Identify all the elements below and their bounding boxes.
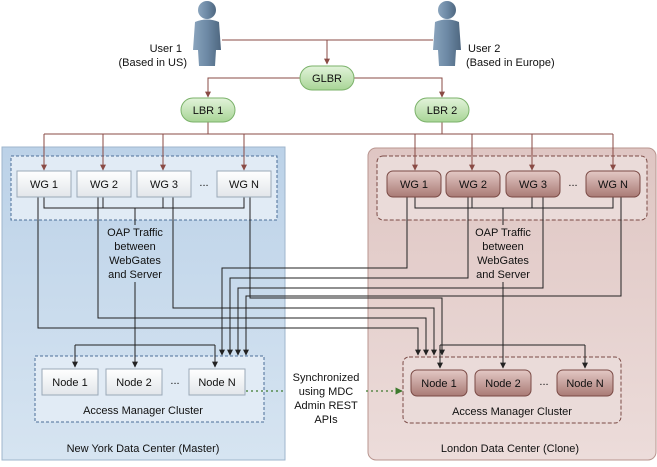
- ny-traffic-line: OAP Traffic: [107, 227, 163, 239]
- ny-node: Node 1: [41, 368, 99, 396]
- user-1-name: User 1: [150, 43, 182, 55]
- london-node-label: Node 1: [421, 378, 456, 390]
- london-traffic-line: between: [482, 241, 524, 253]
- ny-node-label: Node 1: [52, 377, 87, 389]
- london-webgate: WG N: [585, 170, 641, 198]
- sync-label: Synchronized using MDC Admin REST APIs: [286, 368, 366, 428]
- london-cluster-label: Access Manager Cluster: [452, 406, 572, 418]
- ny-traffic-line: WebGates: [109, 255, 161, 267]
- ny-node: Node N: [188, 368, 246, 396]
- london-webgate-label: WG 3: [519, 179, 547, 191]
- ny-webgate-label: WG 3: [150, 179, 178, 191]
- sync-line: Synchronized: [293, 372, 360, 384]
- london-node-ellipsis: ...: [539, 376, 548, 388]
- london-dc-label: London Data Center (Clone): [441, 443, 579, 455]
- london-node: Node 1: [410, 369, 468, 397]
- ny-cluster-label: Access Manager Cluster: [83, 405, 203, 417]
- lbr-2-node: LBR 2: [414, 97, 470, 123]
- london-node: Node 2: [474, 369, 532, 397]
- london-traffic-line: OAP Traffic: [475, 227, 531, 239]
- london-webgate-label: WG 1: [400, 179, 428, 191]
- ny-traffic-label: OAP Traffic between WebGates and Server: [107, 227, 163, 281]
- routing-lines: [41, 39, 616, 171]
- london-webgate-ellipsis: ...: [568, 177, 577, 189]
- ny-node-ellipsis: ...: [170, 375, 179, 387]
- sync-line: APIs: [314, 414, 338, 426]
- sync-line: using MDC: [299, 386, 353, 398]
- ny-node-label: Node 2: [116, 377, 151, 389]
- ny-webgate-ellipsis: ...: [199, 177, 208, 189]
- ny-webgate: WG N: [216, 170, 272, 198]
- user-1: User 1 (Based in US): [119, 1, 221, 69]
- user-1-location: (Based in US): [119, 57, 187, 69]
- london-traffic-line: WebGates: [477, 255, 529, 267]
- ny-webgate: WG 3: [136, 170, 192, 198]
- user-2: User 2 (Based in Europe): [433, 1, 555, 69]
- user-2-location: (Based in Europe): [466, 57, 555, 69]
- ny-webgate-label: WG 1: [30, 179, 58, 191]
- oap-traffic-lines: [37, 197, 622, 369]
- glbr-node: GLBR: [299, 65, 355, 91]
- lbr-1-label: LBR 1: [193, 105, 224, 117]
- london-webgate-label: WG N: [598, 179, 628, 191]
- ny-traffic-line: and Server: [108, 269, 162, 281]
- london-node-label: Node N: [566, 378, 603, 390]
- london-node: Node N: [556, 369, 614, 397]
- ny-node: Node 2: [105, 368, 163, 396]
- sync-line: Admin REST: [294, 400, 358, 412]
- london-webgate: WG 2: [445, 170, 501, 198]
- lbr-1-node: LBR 1: [180, 97, 236, 123]
- ny-webgate: WG 1: [16, 170, 72, 198]
- ny-webgate-label: WG N: [229, 179, 259, 191]
- london-node-label: Node 2: [485, 378, 520, 390]
- user-2-name: User 2: [468, 43, 500, 55]
- london-traffic-label: OAP Traffic between WebGates and Server: [475, 227, 531, 281]
- user-2-person-icon: [433, 1, 461, 66]
- london-webgate: WG 1: [386, 170, 442, 198]
- lbr-2-label: LBR 2: [427, 105, 458, 117]
- london-webgate-label: WG 2: [459, 179, 487, 191]
- ny-webgate-label: WG 2: [90, 179, 118, 191]
- ny-traffic-line: between: [114, 241, 156, 253]
- user-1-person-icon: [193, 1, 221, 66]
- london-traffic-line: and Server: [476, 269, 530, 281]
- london-webgate: WG 3: [505, 170, 561, 198]
- ny-dc-label: New York Data Center (Master): [67, 443, 220, 455]
- ny-node-label: Node N: [198, 377, 235, 389]
- ny-webgate: WG 2: [76, 170, 132, 198]
- glbr-label: GLBR: [312, 73, 342, 85]
